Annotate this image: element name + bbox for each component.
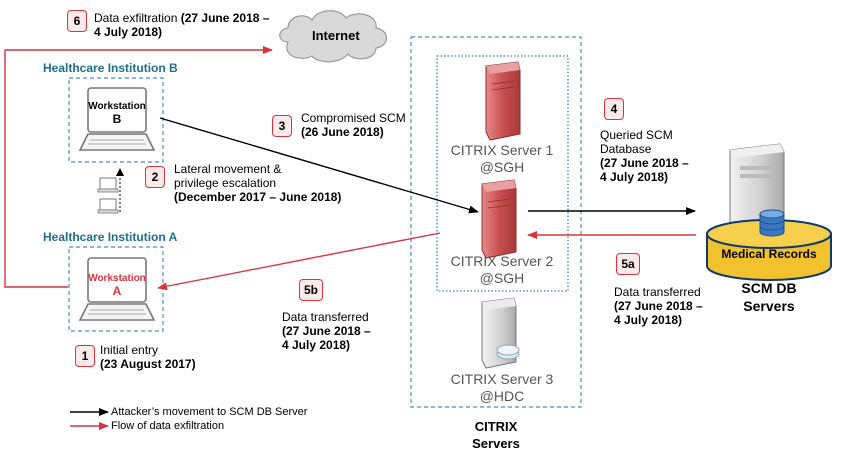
sgh-servers-box xyxy=(436,55,569,292)
server-3-line2: @HDC xyxy=(479,388,525,404)
citrix-server-2-icon xyxy=(481,179,517,259)
citrix-server-1-icon xyxy=(485,61,521,141)
step-4-text: Queried SCM Database (27 June 2018 – 4 J… xyxy=(600,128,689,184)
workstation-a-line1: Workstation xyxy=(88,273,146,284)
step-5b-line3: 4 July 2018) xyxy=(282,338,351,352)
step-4-line1: Queried SCM xyxy=(600,128,673,142)
step-5b-line1: Data transferred xyxy=(282,310,369,324)
step-2-text: Lateral movement & privilege escalation … xyxy=(174,162,341,204)
laptop-b-icon xyxy=(78,87,156,151)
step-1-text: Initial entry (23 August 2017) xyxy=(100,343,196,371)
server-2-line2: @SGH xyxy=(479,270,525,286)
workstation-a-line2: A xyxy=(112,284,122,298)
step-1-line2: (23 August 2017) xyxy=(100,357,196,371)
server-2-line1: CITRIX Server 2 xyxy=(450,253,554,269)
step-4-line2: Database xyxy=(600,142,652,156)
step-5a-line2: (27 June 2018 – xyxy=(614,299,703,313)
step-4-line3: (27 June 2018 – xyxy=(600,156,689,170)
scm-line2: Servers xyxy=(743,298,795,314)
workstation-b-line2: B xyxy=(112,112,122,126)
step-5a-line1: Data transferred xyxy=(614,285,701,299)
step-3-text: Compromised SCM (26 June 2018) xyxy=(301,111,406,139)
step-6-line2: 4 July 2018) xyxy=(94,25,163,39)
step-6-badge: 6 xyxy=(67,10,87,32)
step-3-badge: 3 xyxy=(272,115,292,137)
server-1-line1: CITRIX Server 1 xyxy=(450,142,554,158)
legend-black-label: Attacker’s movement to SCM DB Server xyxy=(111,406,308,418)
step-2-line1: Lateral movement & xyxy=(174,162,282,176)
database-stack-icon xyxy=(759,209,785,237)
citrix-servers-label: CITRIX Servers xyxy=(456,418,536,452)
laptop-a-icon xyxy=(78,257,156,321)
server-2-label: CITRIX Server 2 @SGH xyxy=(440,253,564,287)
server-1-label: CITRIX Server 1 @SGH xyxy=(440,142,564,176)
step-4-badge: 4 xyxy=(604,98,624,120)
citrix-line2: Servers xyxy=(472,436,520,451)
workstation-b-label: Workstation B xyxy=(88,100,146,126)
medical-records-label: Medical Records xyxy=(721,247,817,261)
workstation-b-line1: Workstation xyxy=(88,101,146,112)
internet-label: Internet xyxy=(312,28,360,43)
institution-b-label: Healthcare Institution B xyxy=(43,61,178,75)
step-5a-line3: 4 July 2018) xyxy=(614,313,683,327)
step-5a-badge: 5a xyxy=(616,253,640,275)
step-2-line2: privilege escalation xyxy=(174,176,277,190)
exfil-line-to-internet xyxy=(4,46,273,288)
step-4-line4: 4 July 2018) xyxy=(600,170,669,184)
step-5a-text: Data transferred (27 June 2018 – 4 July … xyxy=(614,285,703,327)
workstation-b-box xyxy=(68,77,164,163)
step-6-line1a: Data exfiltration xyxy=(94,11,181,25)
attack-arrow-ws-b-to-server2 xyxy=(159,117,479,214)
internet-cloud-icon xyxy=(279,10,388,63)
step-5b-text: Data transferred (27 June 2018 – 4 July … xyxy=(282,310,371,352)
lateral-movement-icon xyxy=(97,168,124,214)
citrix-line1: CITRIX xyxy=(474,419,518,434)
step-6-text: Data exfiltration (27 June 2018 – 4 July… xyxy=(94,11,269,39)
server-3-label: CITRIX Server 3 @HDC xyxy=(440,371,564,405)
step-2-badge: 2 xyxy=(145,166,165,188)
step-1-line1: Initial entry xyxy=(100,343,159,357)
legend-red-label: Flow of data exfiltration xyxy=(111,420,225,432)
exfil-arrow-server2-to-ws-a xyxy=(157,232,441,291)
server-1-line2: @SGH xyxy=(479,159,525,175)
step-2-line3: (December 2017 – June 2018) xyxy=(174,190,342,204)
step-6-line1b: (27 June 2018 – xyxy=(180,11,270,25)
institution-a-label: Healthcare Institution A xyxy=(43,230,178,244)
citrix-server-3-icon xyxy=(481,297,520,369)
step-3-line1: Compromised SCM xyxy=(301,111,406,125)
citrix-servers-box xyxy=(410,36,582,408)
workstation-a-label: Workstation A xyxy=(88,272,146,298)
step-1-badge: 1 xyxy=(75,345,95,367)
scm-db-servers-label: SCM DB Servers xyxy=(719,279,819,315)
step-5b-line2: (27 June 2018 – xyxy=(282,324,371,338)
step-3-line2: (26 June 2018) xyxy=(301,125,384,139)
step-5b-badge: 5b xyxy=(299,279,323,301)
scm-line1: SCM DB xyxy=(741,280,797,296)
server-3-line1: CITRIX Server 3 xyxy=(450,371,554,387)
